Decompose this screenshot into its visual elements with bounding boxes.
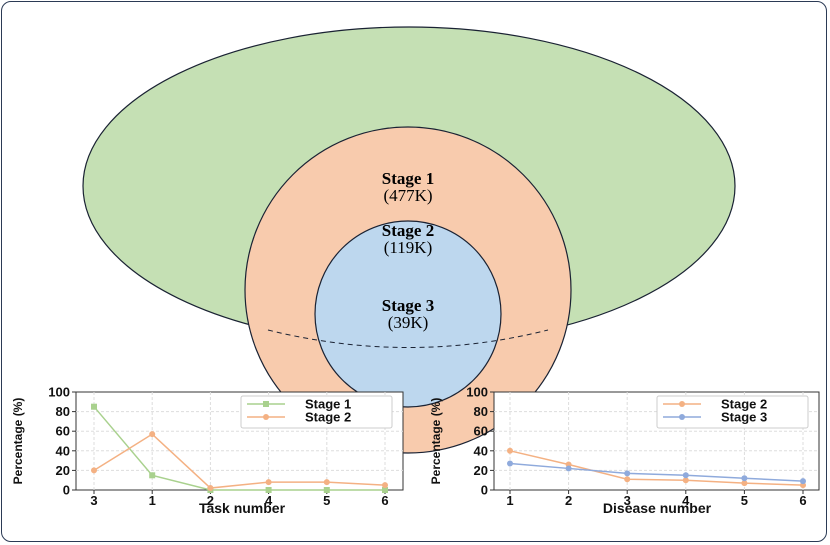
x-tick-label: 4 <box>265 493 273 508</box>
x-tick-label: 1 <box>506 493 513 508</box>
x-tick-label: 4 <box>682 493 690 508</box>
data-point <box>741 480 748 487</box>
stage-1-label: Stage 1 <box>382 169 434 188</box>
y-tick-label: 80 <box>474 404 488 419</box>
stage-3-circle <box>314 220 502 408</box>
legend-marker <box>679 414 685 420</box>
data-point <box>382 487 388 493</box>
x-tick-label: 6 <box>381 493 388 508</box>
y-tick-labels: 0 20 40 60 80 100 <box>466 385 494 498</box>
data-point <box>265 487 272 493</box>
x-axis-label: Task number <box>199 500 286 516</box>
x-axis-label: Disease number <box>603 500 712 516</box>
data-point <box>265 479 272 486</box>
stage-2-count: (119K) <box>384 238 432 257</box>
data-point <box>507 460 513 467</box>
x-tick-labels: 1 2 3 4 5 6 <box>506 490 807 508</box>
y-axis-label: Percentage (%) <box>11 398 25 485</box>
legend-marker <box>679 401 685 407</box>
stage-3-label: Stage 3 <box>382 296 434 315</box>
data-point <box>624 476 631 483</box>
legend-marker <box>263 401 269 407</box>
data-point <box>149 472 156 479</box>
y-tick-label: 60 <box>474 424 488 439</box>
task-number-chart: 0 20 40 60 80 100 3 1 2 4 5 6 Percentage (%) Task … <box>11 385 404 516</box>
stage-diagram: Stage 1 (477K) Stage 2 (119K) Stage 3 (3… <box>82 26 736 454</box>
y-tick-label: 40 <box>474 443 488 458</box>
y-tick-label: 0 <box>481 483 488 498</box>
data-point <box>323 479 330 486</box>
data-point <box>624 470 631 477</box>
stage-3-count: (39K) <box>388 313 429 332</box>
x-tick-label: 5 <box>323 493 330 508</box>
stage-1-count: (477K) <box>383 186 432 205</box>
y-tick-label: 40 <box>56 443 70 458</box>
series-line <box>93 406 385 491</box>
stage-1-hidden-boundary <box>267 329 549 348</box>
series-lines <box>507 447 806 489</box>
y-tick-label: 20 <box>56 463 70 478</box>
data-point <box>207 485 214 492</box>
x-tick-label: 2 <box>207 493 214 508</box>
disease-number-chart: 0 20 40 60 80 100 1 2 3 4 5 6 Percentage (%) Disea… <box>429 385 820 516</box>
data-point <box>91 403 97 410</box>
data-point <box>682 472 689 479</box>
data-point <box>682 477 689 484</box>
legend-marker <box>263 414 269 420</box>
y-tick-label: 100 <box>48 385 70 400</box>
data-point <box>800 478 806 485</box>
series-line <box>93 433 386 489</box>
x-tick-label: 2 <box>565 493 572 508</box>
y-tick-label: 20 <box>474 463 488 478</box>
y-tick-label: 80 <box>56 404 70 419</box>
y-tick-label: 0 <box>63 483 70 498</box>
data-point <box>149 431 156 438</box>
legend-label: Stage 3 <box>721 410 767 425</box>
y-tick-labels: 0 20 40 60 80 100 <box>48 385 76 498</box>
x-tick-label: 3 <box>90 493 97 508</box>
stage-2-label: Stage 2 <box>382 221 434 240</box>
legend-label: Stage 1 <box>305 397 351 412</box>
series-line <box>509 462 804 482</box>
data-point <box>565 465 572 472</box>
x-tick-label: 6 <box>799 493 806 508</box>
data-point <box>323 487 330 493</box>
x-tick-label: 1 <box>149 493 156 508</box>
y-tick-label: 60 <box>56 424 70 439</box>
y-tick-label: 100 <box>466 385 488 400</box>
x-tick-label: 3 <box>624 493 631 508</box>
legend-label: Stage 2 <box>305 410 351 425</box>
data-point <box>382 482 388 489</box>
legend-label: Stage 2 <box>721 397 767 412</box>
x-tick-label: 5 <box>741 493 748 508</box>
data-point <box>507 447 513 454</box>
data-point <box>91 467 97 474</box>
series-lines <box>91 403 388 493</box>
series-line <box>509 450 804 486</box>
data-point <box>741 475 748 482</box>
y-axis-label: Percentage (%) <box>429 398 443 485</box>
